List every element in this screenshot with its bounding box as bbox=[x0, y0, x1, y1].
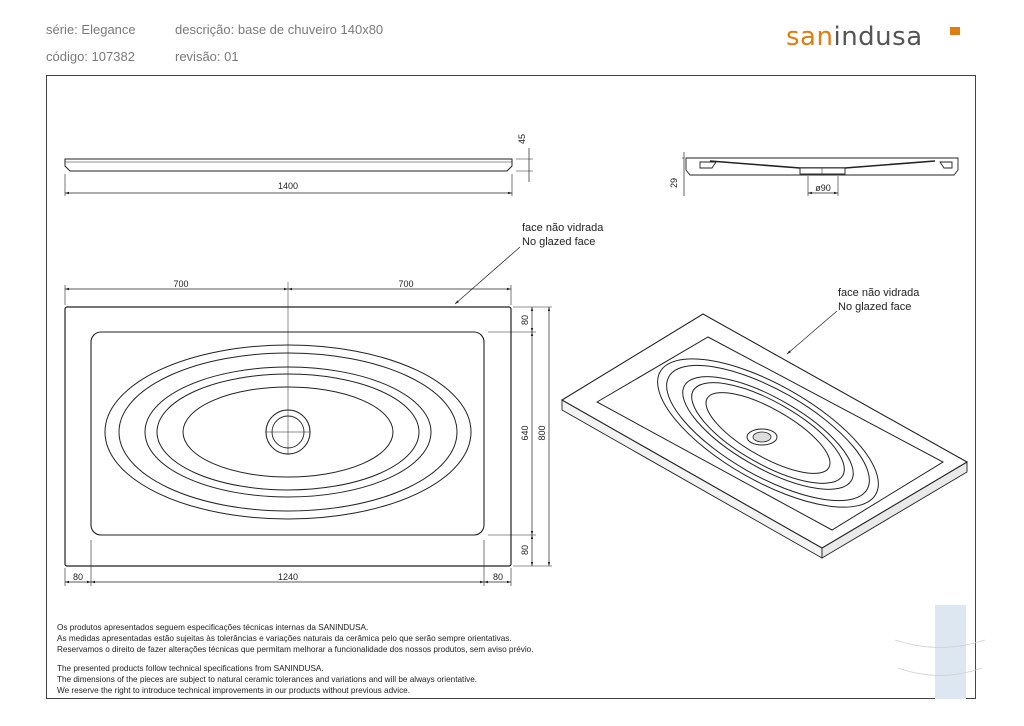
codigo-label: código: bbox=[46, 49, 88, 64]
brand-logo-part1: san bbox=[786, 22, 834, 52]
serie-field: série: Elegance bbox=[46, 22, 136, 37]
codigo-field: código: 107382 bbox=[46, 49, 135, 64]
dim-top-margin: 80 bbox=[520, 315, 530, 325]
watermark-logo bbox=[894, 605, 986, 699]
side-view bbox=[64, 148, 533, 196]
callout-iso-en: No glazed face bbox=[838, 301, 912, 313]
note-en-line: We reserve the right to introduce techni… bbox=[57, 686, 410, 695]
dim-height: 45 bbox=[517, 134, 527, 144]
dim-inner-height: 640 bbox=[520, 425, 530, 440]
revisao-value: 01 bbox=[224, 49, 239, 64]
dim-bottom-margin: 80 bbox=[520, 545, 530, 555]
callout-plan: face não vidrada No glazed face bbox=[522, 221, 603, 249]
descricao-field: descrição: base de chuveiro 140x80 bbox=[175, 22, 383, 37]
dim-inner-length: 1240 bbox=[278, 572, 298, 582]
dim-half-left: 700 bbox=[173, 279, 188, 289]
note-pt-line: Os produtos apresentados seguem especifi… bbox=[57, 623, 369, 632]
callout-plan-en: No glazed face bbox=[522, 236, 596, 248]
notes-english: The presented products follow technical … bbox=[57, 663, 477, 696]
descricao-label: descrição: bbox=[175, 22, 235, 37]
plan-view bbox=[64, 246, 552, 586]
brand-badge-icon bbox=[950, 27, 960, 35]
notes-portuguese: Os produtos apresentados seguem especifi… bbox=[57, 622, 533, 655]
section-view bbox=[682, 152, 959, 196]
note-pt-line: Reservamos o direito de fazer alterações… bbox=[57, 645, 534, 654]
callout-iso-pt: face não vidrada bbox=[838, 287, 920, 299]
isometric-view bbox=[560, 310, 969, 559]
codigo-value: 107382 bbox=[91, 49, 135, 64]
brand-logo: sanindusa bbox=[786, 22, 923, 52]
dim-half-right: 700 bbox=[398, 279, 413, 289]
note-pt-line: As medidas apresentadas estão sujeitas à… bbox=[57, 634, 512, 643]
revisao-field: revisão: 01 bbox=[175, 49, 239, 64]
note-en-line: The presented products follow technical … bbox=[57, 664, 324, 673]
descricao-value: base de chuveiro 140x80 bbox=[237, 22, 384, 37]
drawing-frame bbox=[46, 75, 976, 699]
note-en-line: The dimensions of the pieces are subject… bbox=[57, 675, 478, 684]
brand-logo-part2: indusa bbox=[833, 22, 923, 52]
dim-left-margin: 80 bbox=[73, 572, 83, 582]
revisao-label: revisão: bbox=[175, 49, 221, 64]
dim-total-height: 800 bbox=[537, 425, 547, 440]
dim-right-margin: 80 bbox=[493, 572, 503, 582]
callout-plan-pt: face não vidrada bbox=[522, 222, 604, 234]
callout-iso: face não vidrada No glazed face bbox=[838, 286, 919, 314]
dim-drain-diameter: ø90 bbox=[815, 183, 831, 193]
serie-label: série: bbox=[46, 22, 78, 37]
dim-section-height: 29 bbox=[669, 178, 679, 188]
dim-length: 1400 bbox=[278, 181, 298, 191]
serie-value: Elegance bbox=[81, 22, 136, 37]
